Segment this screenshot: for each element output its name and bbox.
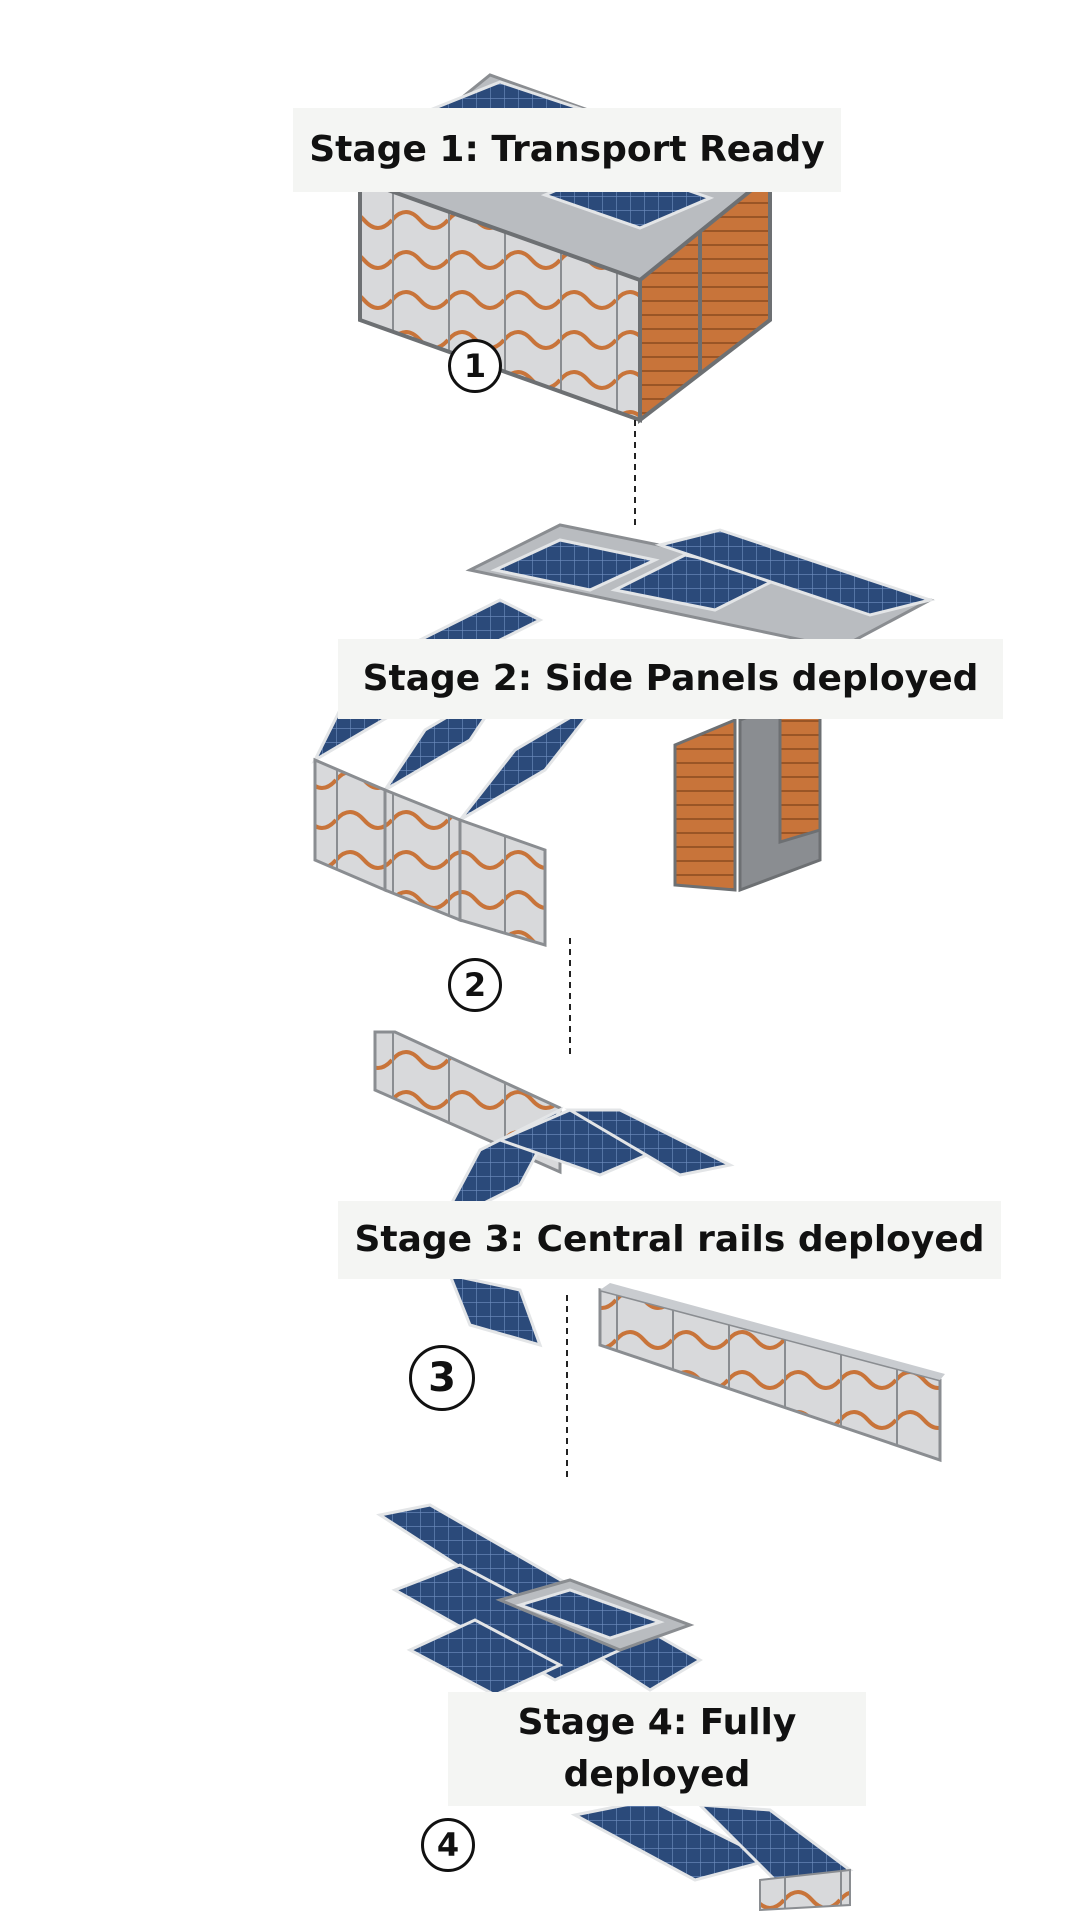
- stage-2-title: Stage 2: Side Panels deployed: [338, 639, 1003, 719]
- stage-4-number-badge: 4: [421, 1818, 475, 1872]
- stage-4-container-illustration: [376, 1503, 854, 1912]
- stage-2-container-illustration: [311, 523, 936, 948]
- stage-3-container-illustration: [373, 1030, 945, 1463]
- stage-4-title: Stage 4: Fully deployed: [448, 1692, 866, 1806]
- stage-2-number-badge: 2: [448, 958, 502, 1012]
- stage-1-title: Stage 1: Transport Ready: [293, 108, 841, 192]
- stage-3-number-badge: 3: [409, 1345, 475, 1411]
- stage-3-title: Stage 3: Central rails deployed: [338, 1201, 1001, 1279]
- stage-1-number-badge: 1: [448, 339, 502, 393]
